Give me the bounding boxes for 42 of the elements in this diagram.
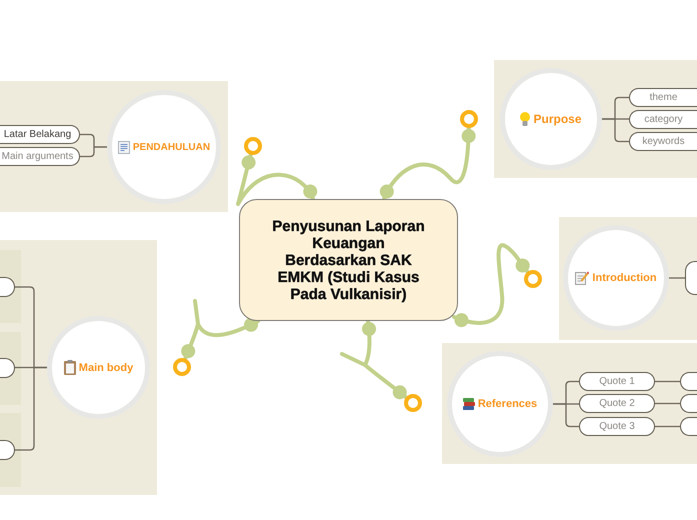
ring-icon <box>244 137 262 155</box>
subtopic-label: theme <box>650 92 678 103</box>
subtopic-label: keywords <box>642 136 685 147</box>
subtopic-pill <box>0 125 80 144</box>
ring-icon <box>173 358 191 376</box>
ring-icon <box>460 110 478 128</box>
curved-branch <box>452 243 530 327</box>
subtopic-pill <box>629 110 697 129</box>
subtopic-pill <box>0 147 80 166</box>
subtopic-pill <box>685 261 697 295</box>
topic-label: Introduction <box>592 272 657 284</box>
curved-branch <box>380 126 476 201</box>
subtopic-label: Main arguments <box>2 151 74 162</box>
connector-line <box>654 380 681 382</box>
subtopic-label: Quote 2 <box>599 398 635 409</box>
subtopic-pill <box>629 88 697 107</box>
connector-line <box>654 402 681 404</box>
subtopic-pill <box>579 417 655 436</box>
central-topic-box <box>239 199 458 321</box>
ring-icon <box>404 394 422 412</box>
subtopic-label: Quote 1 <box>599 376 635 387</box>
topic-label: Purpose <box>533 112 582 126</box>
connector-line <box>654 426 681 428</box>
subtopic-pill <box>579 394 655 413</box>
central-topic-text: Penyusunan Laporan Keuangan Berdasarkan SAK EMKM (Studi Kasus Pada Vulkanisir) <box>271 218 426 302</box>
topic-label: References <box>478 398 538 410</box>
connector-line <box>79 146 108 158</box>
subtopic-pill <box>579 372 655 391</box>
subtopic-label: Latar Belakang <box>4 129 72 140</box>
topic-label: Main body <box>78 362 134 374</box>
subtopic-pill <box>629 132 697 151</box>
connector-line <box>601 118 630 142</box>
subtopic-label: Quote 3 <box>599 421 635 432</box>
topic-label: PENDAHULUAN <box>132 142 210 152</box>
curved-branch <box>236 152 316 206</box>
curved-branch <box>340 319 408 400</box>
ring-icon <box>524 270 542 288</box>
connector-line <box>552 403 580 428</box>
subtopic-label: category <box>644 114 683 125</box>
curved-branch <box>181 299 260 361</box>
connector-line <box>668 277 686 279</box>
connector-line <box>14 366 48 451</box>
